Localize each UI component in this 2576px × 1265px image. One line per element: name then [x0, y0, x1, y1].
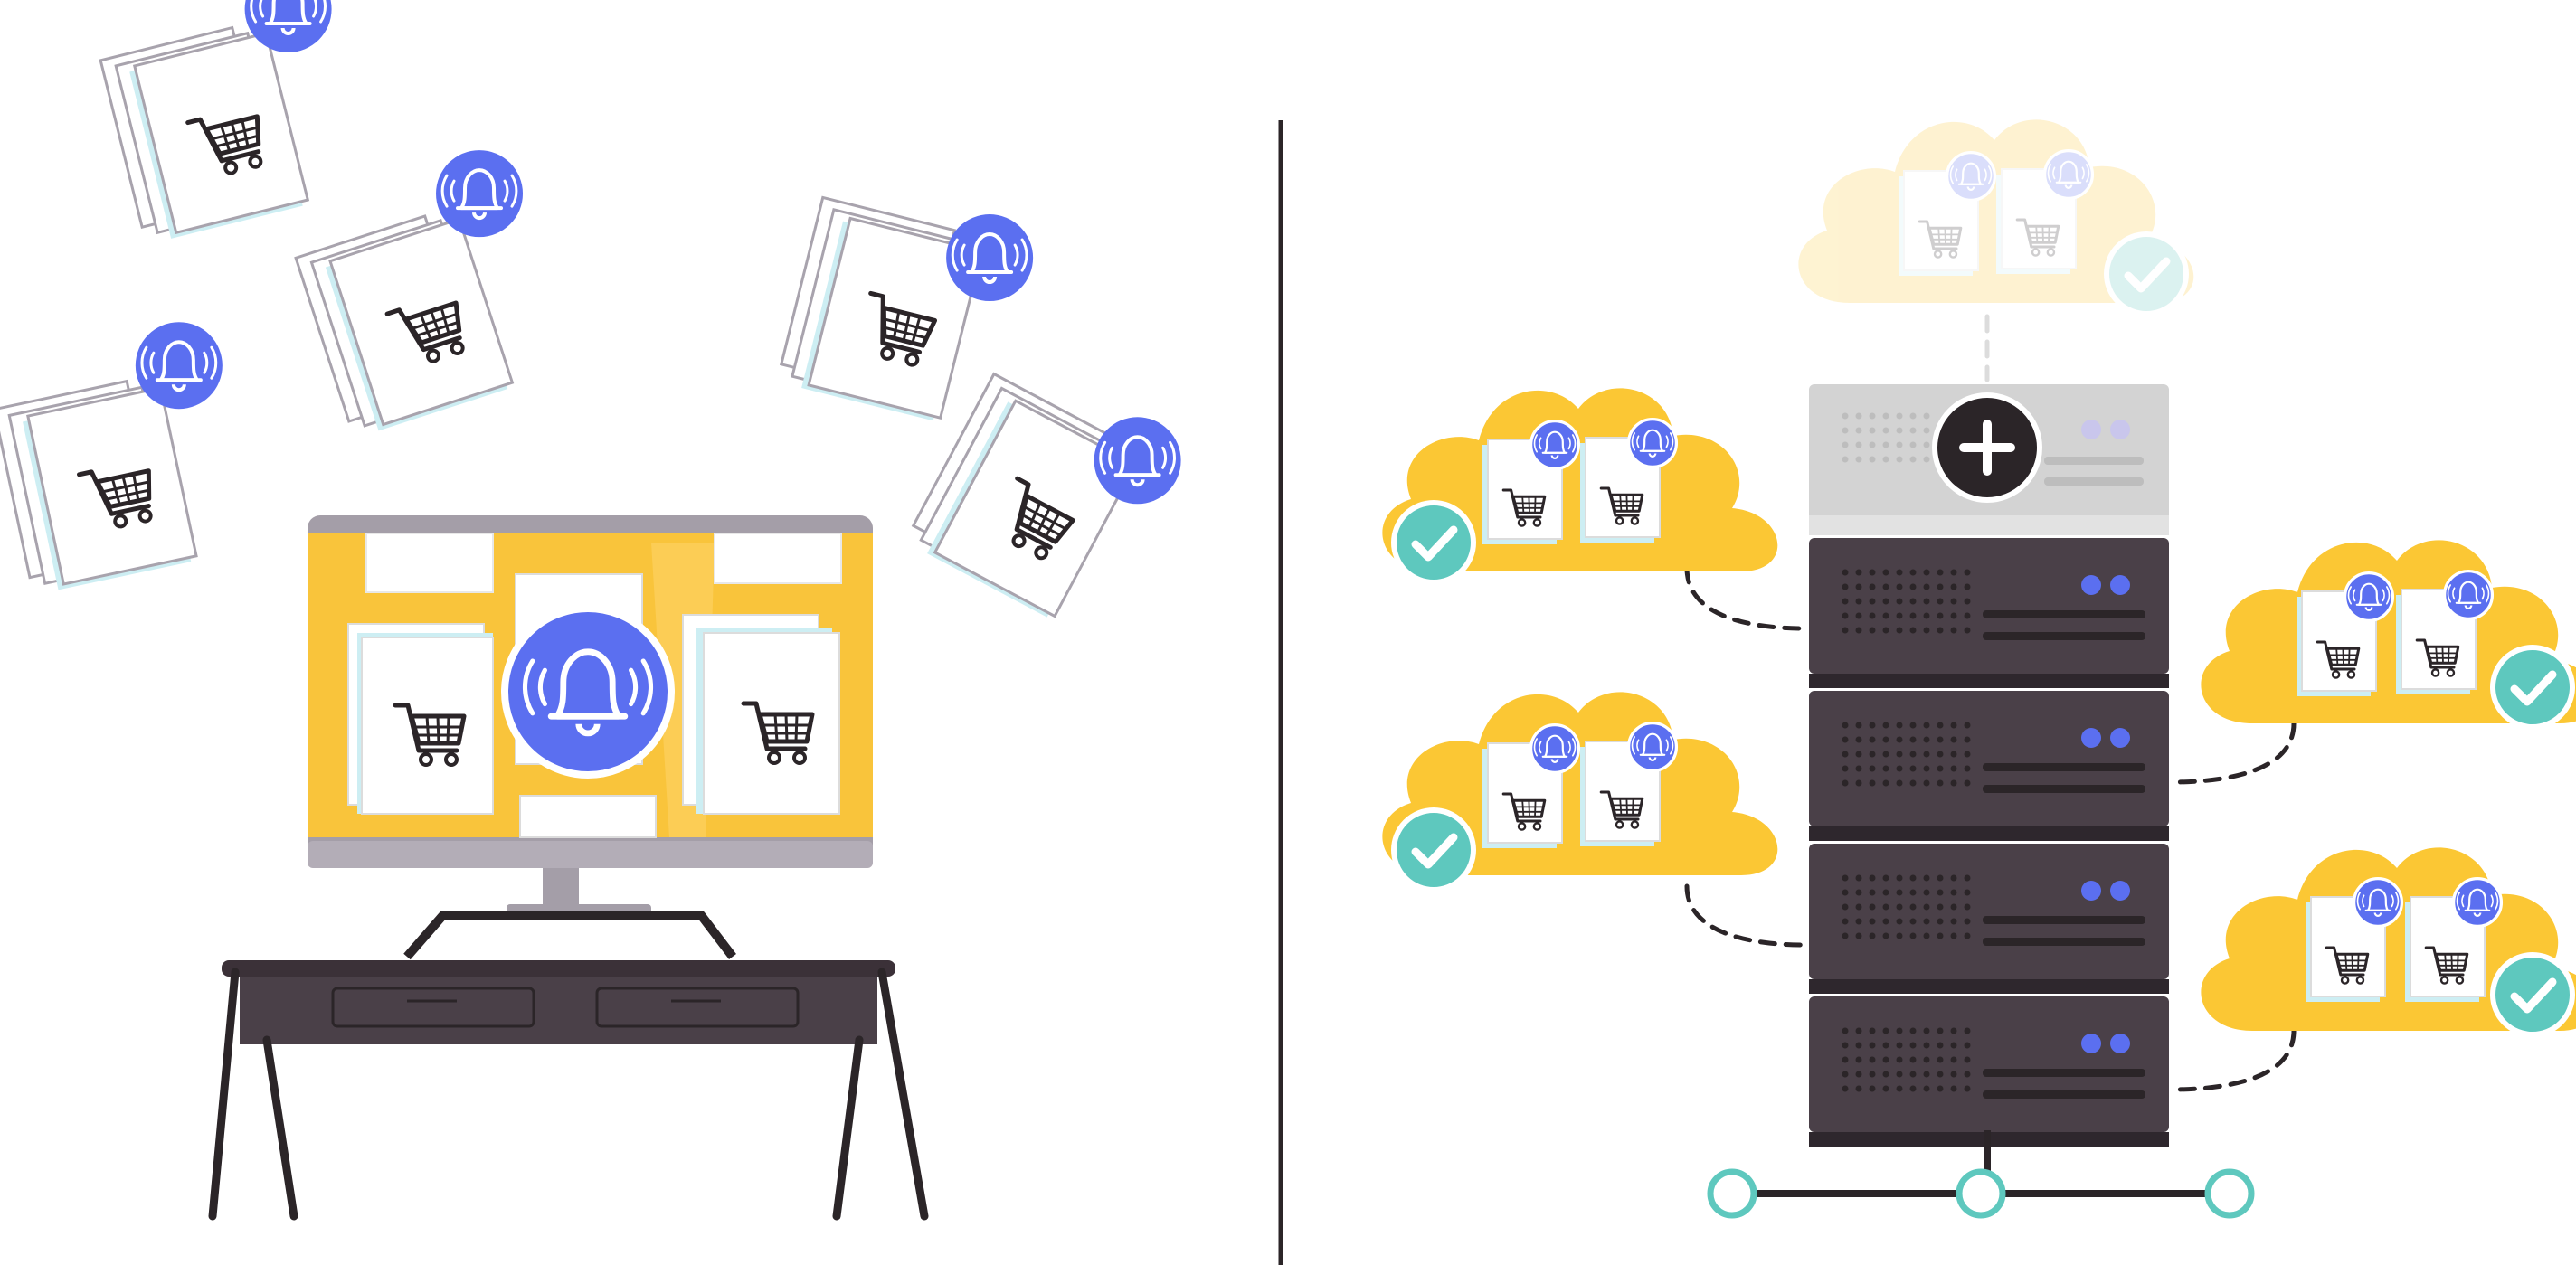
check-icon [2107, 234, 2186, 314]
cloud-storage-3 [2201, 540, 2576, 727]
check-icon [2493, 955, 2572, 1034]
bell-icon [501, 605, 675, 779]
left-scene [0, 0, 1217, 1221]
cloud-storage-2 [1382, 692, 1778, 890]
network-node [2204, 1168, 2255, 1219]
notification-document-1 [87, 0, 386, 245]
notification-document-3 [0, 305, 270, 595]
server-unit-2 [1809, 691, 2169, 841]
pending-cloud [1798, 119, 2194, 314]
right-scene [1382, 119, 2576, 1219]
desk [208, 911, 929, 1221]
check-icon [1394, 810, 1473, 890]
monitor [308, 515, 873, 917]
bell-icon [436, 150, 523, 237]
cloud-storage-1 [1382, 388, 1778, 582]
cloud-storage-4 [2201, 847, 2576, 1034]
plus-icon [1932, 392, 2042, 503]
server-unit-1 [1809, 538, 2169, 688]
check-icon [2493, 647, 2572, 727]
monitor-screen [308, 533, 873, 838]
network-node [1707, 1168, 1757, 1219]
check-icon [1394, 503, 1473, 582]
network-node [1956, 1168, 2006, 1219]
bell-icon [136, 322, 223, 409]
network [1707, 1130, 2255, 1219]
server-unit-4 [1809, 996, 2169, 1147]
server-rack [1809, 384, 2169, 1147]
new-server-slot [1809, 384, 2169, 535]
screen-document-left [347, 623, 494, 815]
notification-document-2 [278, 125, 592, 439]
bell-icon [946, 214, 1033, 301]
screen-document-right [682, 614, 840, 815]
bell-icon [1094, 417, 1181, 504]
cloud-connectors [1684, 314, 2297, 1092]
server-unit-3 [1809, 844, 2169, 994]
